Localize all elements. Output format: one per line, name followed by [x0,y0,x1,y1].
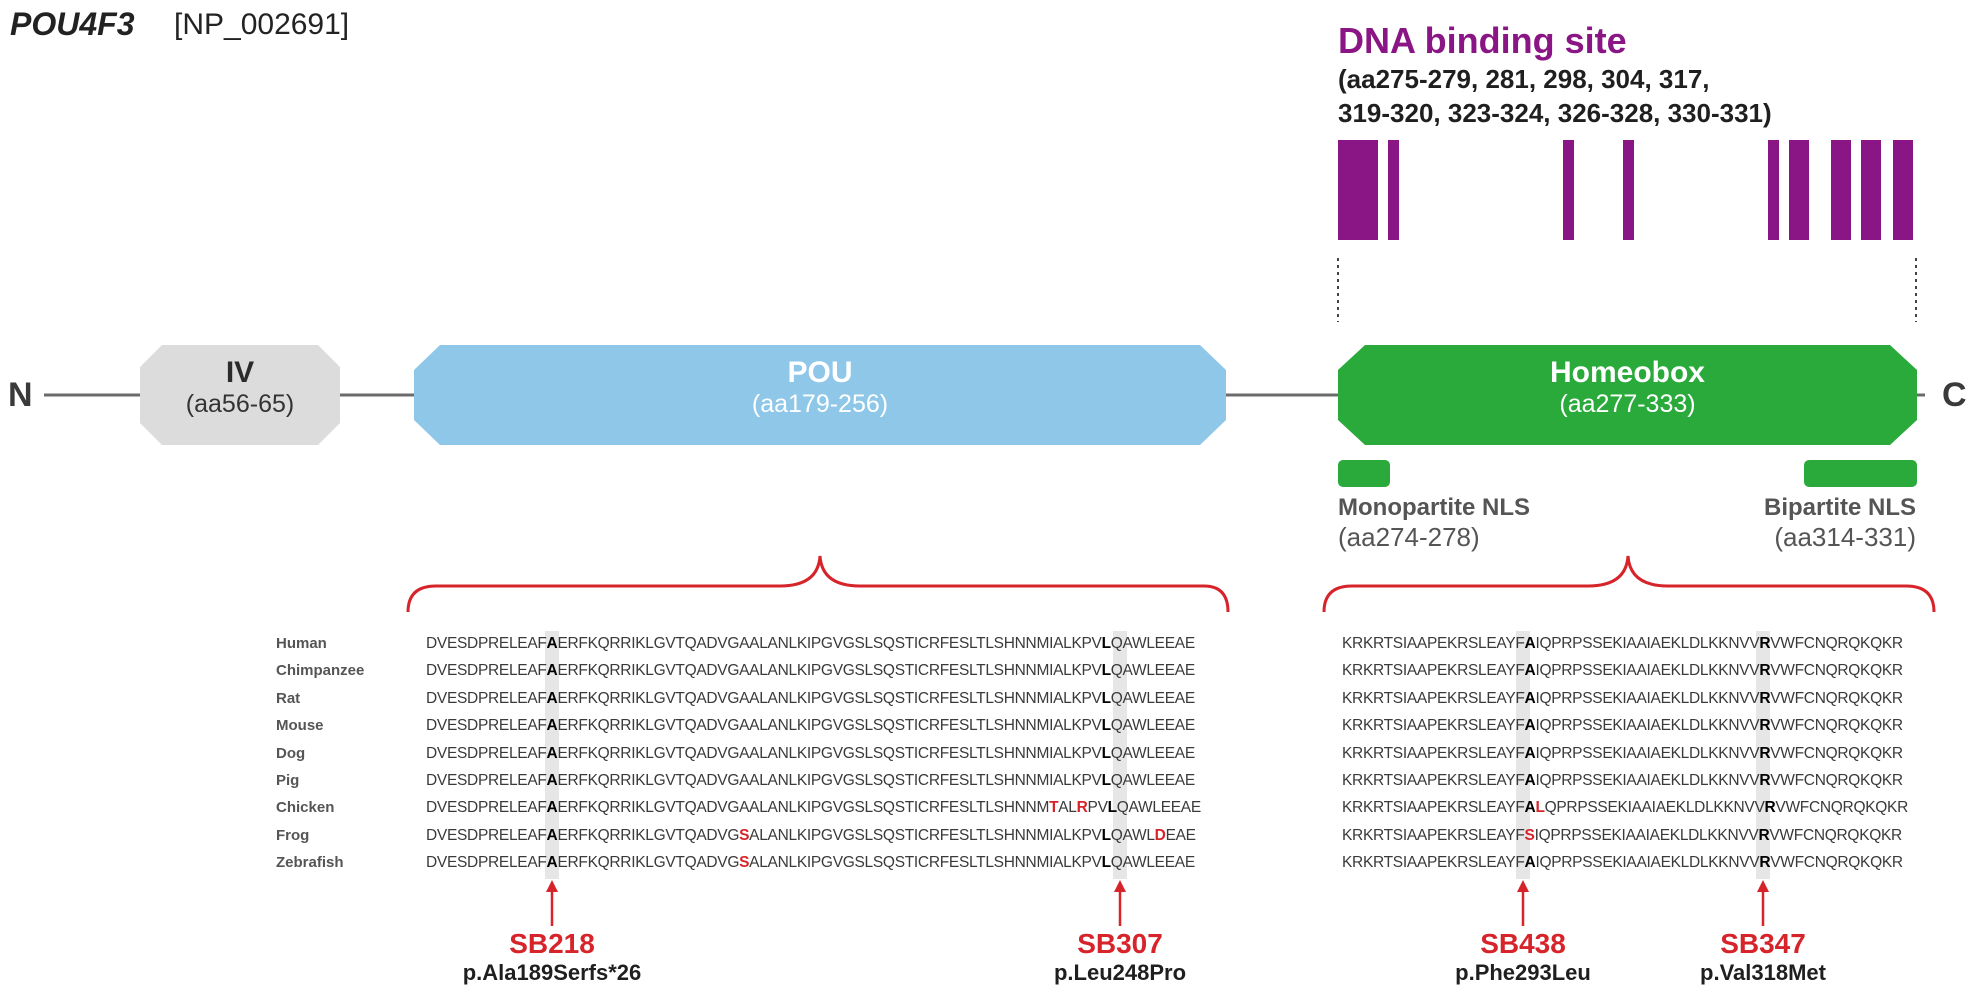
pou-alignment-row: DVESDPRELEAFAERFKQRRIKLGVTQADVGAALANLKIP… [426,744,1195,762]
nls-bipartite-range: (aa314-331) [1774,522,1916,552]
highlight-column-phe293 [1516,631,1530,879]
species-name: Dog [276,744,306,762]
homeobox-alignment-row: KRKRTSIAAPEKRSLEAYFAIQPRPSSEKIAAIAEKLDLK… [1342,689,1903,707]
species-name: Chimpanzee [276,662,365,680]
homeobox-alignment-row: KRKRTSIAAPEKRSLEAYFAIQPRPSSEKIAAIAEKLDLK… [1342,635,1903,652]
mutation-arrowhead-sb307 [1114,880,1126,892]
mutation-sb307: SB307 p.Leu248Pro [990,928,1250,986]
nls-bipartite-label: Bipartite NLS [1763,494,1916,521]
dna-binding-bar [1338,140,1378,240]
mutation-id: SB218 [509,928,595,959]
domain-homeobox-range: (aa277-333) [1559,390,1696,418]
dna-binding-bar [1789,140,1809,240]
nls-bipartite-bar [1804,460,1917,487]
homeobox-alignment-row: KRKRTSIAAPEKRSLEAYFALQPRPSSEKIAAIAEKLDLK… [1342,799,1908,817]
domain-homeobox-label: Homeobox [1549,356,1705,389]
c-terminus-label: C [1942,376,1967,414]
homeobox-alignment: KRKRTSIAAPEKRSLEAYFAIQPRPSSEKIAAIAEKLDLK… [1342,630,1922,877]
mutation-sb218: SB218 p.Ala189Serfs*26 [422,928,682,986]
species-name: Rat [276,689,301,707]
mutation-id: SB438 [1480,928,1566,959]
dna-binding-bar [1768,140,1779,240]
mutation-arrowhead-sb438 [1517,880,1529,892]
pou-brace [406,555,1230,613]
domain-pou-label: POU [787,356,853,389]
mutation-id: SB307 [1077,928,1163,959]
domain-pou: POU (aa179-256) [414,356,1226,419]
homeobox-brace [1322,555,1936,613]
mutation-id: SB347 [1720,928,1806,959]
pou-alignment-row: DVESDPRELEAFAERFKQRRIKLGVTQADVGAALANLKIP… [426,635,1195,652]
pou-alignment-row: DVESDPRELEAFAERFKQRRIKLGVTQADVGAALANLKIP… [426,717,1195,735]
species-name: Human [276,635,327,652]
domain-iv-shape [140,345,340,445]
species-name: Chicken [276,799,335,817]
homeobox-alignment-row: KRKRTSIAAPEKRSLEAYFAIQPRPSSEKIAAIAEKLDLK… [1342,854,1903,872]
mutation-sb438: SB438 p.Phe293Leu [1393,928,1653,986]
homeobox-alignment-row: KRKRTSIAAPEKRSLEAYFSIQPRPSSEKIAAIAEKLDLK… [1342,826,1902,844]
pou-alignment: DVESDPRELEAFAERFKQRRIKLGVTQADVGAALANLKIP… [426,630,1224,877]
dna-binding-ranges: (aa275-279, 281, 298, 304, 317, 319-320,… [1338,62,1772,130]
pou-alignment-row: DVESDPRELEAFAERFKQRRIKLGVTQADVGSALANLKIP… [426,826,1196,844]
domain-iv-range: (aa56-65) [185,390,295,418]
nls-monopartite-bar [1338,460,1390,487]
gene-name: POU4F3 [10,6,135,42]
species-list: Human Chimpanzee Rat Mouse Dog Pig Chick… [276,630,364,877]
homeobox-alignment-row: KRKRTSIAAPEKRSLEAYFAIQPRPSSEKIAAIAEKLDLK… [1342,744,1903,762]
dna-binding-bar [1893,140,1913,240]
domain-pou-shape [414,345,1226,445]
pou-alignment-row: DVESDPRELEAFAERFKQRRIKLGVTQADVGAALANLKIP… [426,799,1201,817]
domain-pou-range: (aa179-256) [751,390,889,418]
pou-alignment-row: DVESDPRELEAFAERFKQRRIKLGVTQADVGAALANLKIP… [426,771,1195,789]
dna-binding-bar [1861,140,1881,240]
mutation-arrowhead-sb347 [1757,880,1769,892]
dna-binding-bar [1563,140,1574,240]
pou-alignment-row: DVESDPRELEAFAERFKQRRIKLGVTQADVGAALANLKIP… [426,689,1195,707]
nls-bipartite: Bipartite NLS (aa314-331) [1764,494,1916,553]
pou-alignment-row: DVESDPRELEAFAERFKQRRIKLGVTQADVGAALANLKIP… [426,662,1195,680]
mutation-protein-change: p.Ala189Serfs*26 [462,960,642,985]
dna-binding-ranges-line1: (aa275-279, 281, 298, 304, 317, [1338,64,1710,94]
highlight-column-ala189 [545,631,559,879]
pou-alignment-row: DVESDPRELEAFAERFKQRRIKLGVTQADVGSALANLKIP… [426,854,1195,872]
homeobox-alignment-row: KRKRTSIAAPEKRSLEAYFAIQPRPSSEKIAAIAEKLDLK… [1342,662,1903,680]
n-terminus-label: N [8,376,33,414]
homeobox-alignment-row: KRKRTSIAAPEKRSLEAYFAIQPRPSSEKIAAIAEKLDLK… [1342,771,1903,789]
mutation-protein-change: p.Val318Met [1700,960,1826,985]
highlight-column-val318 [1756,631,1770,879]
homeobox-alignment-row: KRKRTSIAAPEKRSLEAYFAIQPRPSSEKIAAIAEKLDLK… [1342,717,1903,735]
accession-number: [NP_002691] [174,8,350,41]
species-name: Frog [276,826,310,844]
dna-binding-bars [1338,140,1913,240]
domain-iv: IV (aa56-65) [140,356,340,419]
mutation-protein-change: p.Phe293Leu [1455,960,1591,985]
domain-homeobox-shape [1338,345,1917,445]
nls-monopartite: Monopartite NLS (aa274-278) [1338,494,1530,553]
mutation-protein-change: p.Leu248Pro [1053,960,1187,985]
domain-iv-label: IV [225,356,255,389]
dna-binding-bar [1831,140,1851,240]
dna-binding-ranges-line2: 319-320, 323-324, 326-328, 330-331) [1338,98,1772,128]
mutation-arrowhead-sb218 [546,880,558,892]
nls-monopartite-range: (aa274-278) [1338,522,1480,552]
highlight-column-leu248 [1113,631,1127,879]
dna-binding-bar [1623,140,1634,240]
dna-binding-bar [1388,140,1399,240]
species-name: Zebrafish [276,854,344,872]
species-name: Mouse [276,717,324,735]
dna-binding-title: DNA binding site [1338,20,1627,61]
domain-homeobox: Homeobox (aa277-333) [1338,356,1917,419]
species-name: Pig [276,771,300,789]
mutation-sb347: SB347 p.Val318Met [1633,928,1893,986]
nls-monopartite-label: Monopartite NLS [1338,494,1530,521]
